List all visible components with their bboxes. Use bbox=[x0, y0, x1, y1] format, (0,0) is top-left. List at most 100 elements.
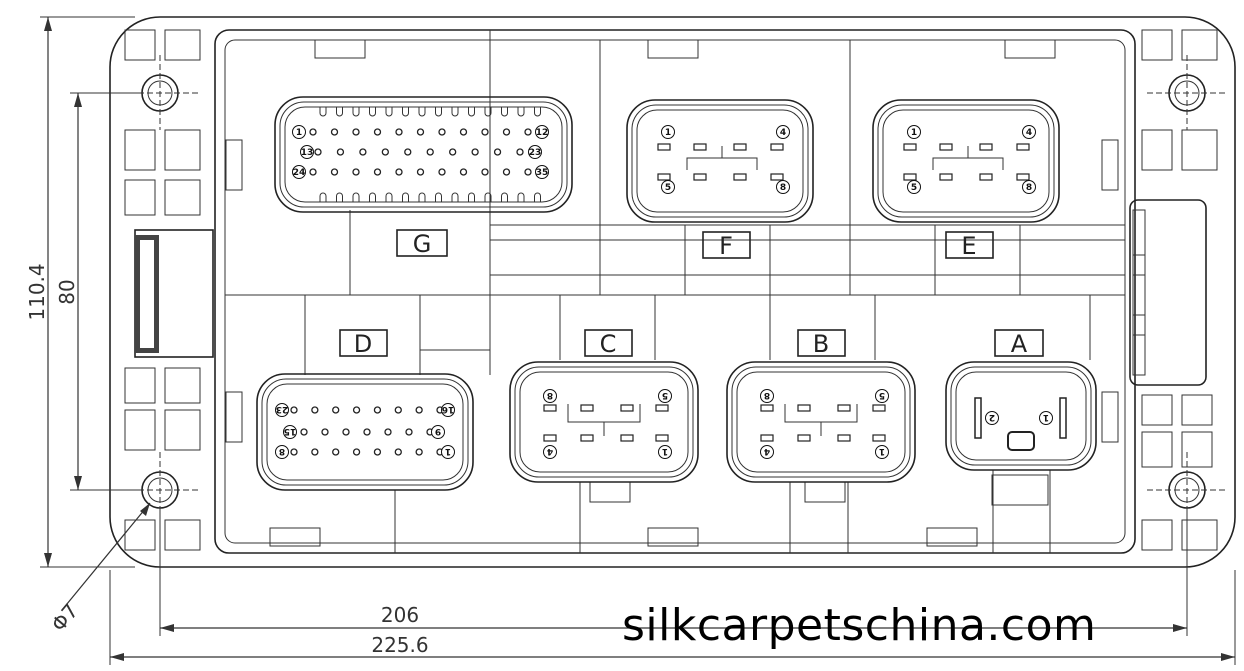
svg-text:110.4: 110.4 bbox=[25, 263, 49, 320]
pin-number: 13 bbox=[301, 148, 314, 158]
pin-cavity bbox=[373, 168, 382, 176]
pin-number: 5 bbox=[911, 183, 917, 193]
pin-number-marker bbox=[543, 389, 557, 403]
pin-number: 15 bbox=[284, 426, 297, 436]
dimension-hole-spacing-horizontal: 206 bbox=[159, 510, 1188, 636]
svg-text:225.6: 225.6 bbox=[371, 633, 428, 657]
pin-cavity bbox=[314, 148, 322, 156]
svg-text:D: D bbox=[354, 330, 372, 358]
terminal-cavity bbox=[543, 434, 557, 442]
pin-number: 8 bbox=[279, 446, 285, 456]
svg-text:80: 80 bbox=[55, 279, 79, 304]
terminal-cavity bbox=[580, 434, 594, 442]
terminal-cavity bbox=[939, 143, 953, 151]
terminal-cavity bbox=[979, 143, 993, 151]
pin-number-marker bbox=[776, 125, 790, 139]
connector-E: 1 4 5 8 bbox=[872, 99, 1060, 223]
pin-number-marker bbox=[985, 411, 999, 425]
pin-cavity bbox=[381, 148, 389, 156]
housing-outline bbox=[109, 16, 1236, 568]
pin-number: 1 bbox=[911, 128, 917, 138]
pin-cavity bbox=[404, 148, 412, 156]
pin-cavity bbox=[416, 128, 425, 136]
pin-number-marker bbox=[528, 145, 542, 159]
pin-cavity bbox=[373, 406, 382, 414]
pin-number: 4 bbox=[780, 128, 786, 138]
pin-number: 1 bbox=[879, 446, 885, 456]
pin-number-marker bbox=[1022, 125, 1036, 139]
pin-number: 8 bbox=[1026, 183, 1032, 193]
pin-cavity bbox=[459, 128, 468, 136]
housing-inner-wall bbox=[224, 39, 1126, 544]
terminal-cavity bbox=[872, 404, 886, 412]
left-ear-ribs bbox=[124, 29, 201, 551]
pin-number-marker bbox=[275, 403, 289, 417]
pin-number-marker bbox=[543, 445, 557, 459]
pin-cavity bbox=[405, 428, 413, 436]
dimension-hole-spacing-vertical: 80 bbox=[55, 92, 140, 491]
pin-number: 1 bbox=[296, 128, 302, 138]
terminal-cavity bbox=[837, 404, 851, 412]
terminal-cavity bbox=[903, 173, 917, 181]
terminal-cavity bbox=[760, 404, 774, 412]
svg-text:C: C bbox=[600, 330, 617, 358]
housing-inner bbox=[214, 29, 1136, 554]
connector-label-F: F bbox=[702, 231, 751, 260]
pin-number: 2 bbox=[989, 412, 995, 422]
svg-text:Φ7: Φ7 bbox=[46, 599, 83, 636]
connector-label-A: A bbox=[994, 329, 1044, 358]
pin-cavity bbox=[415, 406, 423, 414]
pin-cavity bbox=[352, 406, 361, 414]
terminal-cavity bbox=[1016, 173, 1030, 181]
pin-cavity bbox=[524, 168, 532, 176]
terminal-cavity bbox=[939, 173, 953, 181]
pin-cavity bbox=[416, 168, 425, 176]
pin-cavity bbox=[493, 148, 502, 156]
pin-cavity bbox=[384, 428, 392, 436]
pin-cavity bbox=[342, 428, 350, 436]
pin-number-marker bbox=[658, 445, 672, 459]
pin-cavity bbox=[359, 148, 367, 156]
terminal-cavity bbox=[979, 173, 993, 181]
pin-cavity bbox=[332, 406, 340, 414]
pin-number: 8 bbox=[780, 183, 786, 193]
pin-cavity bbox=[309, 168, 317, 176]
terminal-cavity bbox=[657, 143, 671, 151]
pin-number: 4 bbox=[1026, 128, 1032, 138]
pin-number-marker bbox=[1039, 411, 1053, 425]
watermark: silkcarpetschina.com bbox=[622, 600, 1097, 651]
pin-number: 24 bbox=[293, 168, 306, 178]
svg-text:B: B bbox=[813, 330, 829, 358]
svg-text:A: A bbox=[1011, 330, 1028, 358]
terminal-cavity bbox=[543, 404, 557, 412]
pin-cavity bbox=[352, 448, 361, 456]
terminal-cavity bbox=[872, 434, 886, 442]
pin-cavity bbox=[373, 448, 382, 456]
pin-cavity bbox=[311, 406, 319, 414]
pin-number-marker bbox=[283, 425, 297, 439]
pin-number: 23 bbox=[529, 148, 542, 158]
pin-cavity bbox=[363, 428, 371, 436]
pin-number-marker bbox=[292, 165, 306, 179]
pin-cavity bbox=[449, 148, 457, 156]
pin-cavity bbox=[395, 128, 403, 136]
pin-cavity bbox=[309, 128, 317, 136]
pin-cavity bbox=[311, 448, 319, 456]
internal-ribs bbox=[225, 30, 1125, 553]
pin-cavity bbox=[330, 128, 339, 136]
pin-number: 1 bbox=[665, 128, 671, 138]
pin-number: 1 bbox=[662, 446, 668, 456]
connector-label-B: B bbox=[797, 329, 846, 358]
terminal-cavity bbox=[770, 173, 784, 181]
hole-centerlines bbox=[120, 55, 1227, 530]
pin-cavity bbox=[471, 148, 479, 156]
terminal-cavity bbox=[1016, 143, 1030, 151]
pin-cavity bbox=[373, 128, 382, 136]
pin-cavity bbox=[330, 168, 339, 176]
pin-number: 4 bbox=[547, 446, 553, 456]
